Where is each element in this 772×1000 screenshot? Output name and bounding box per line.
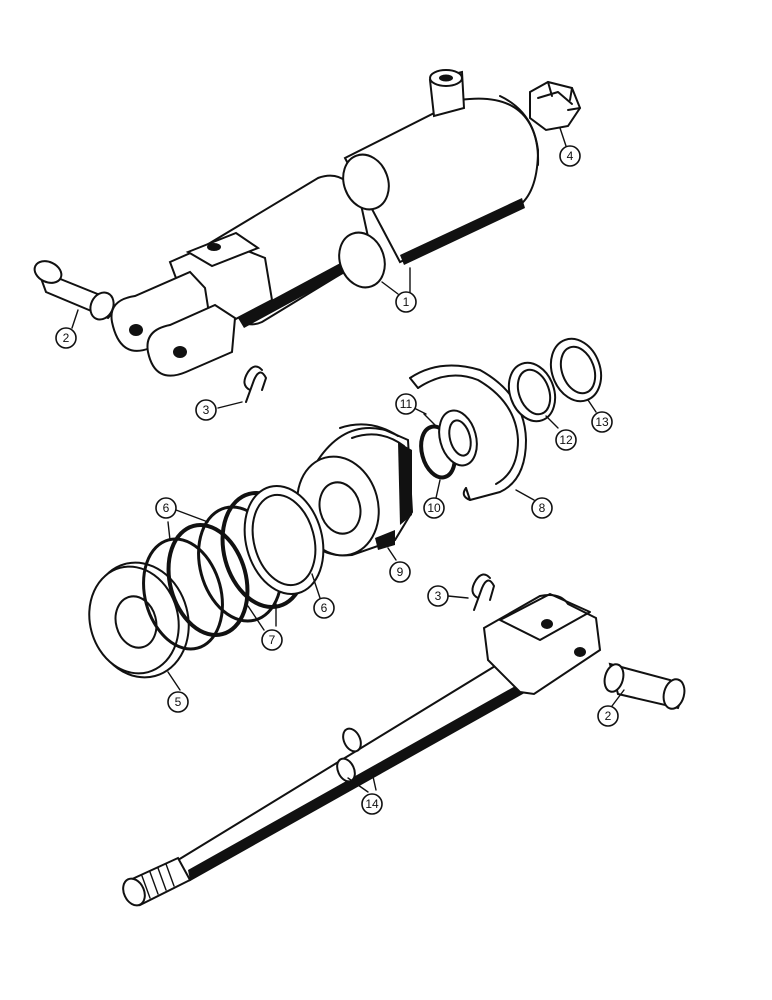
callout-11-label: 11 xyxy=(400,397,413,411)
callout-6-lower: 6 xyxy=(313,597,335,619)
callout-12: 12 xyxy=(555,429,577,451)
callout-14: 14 xyxy=(361,793,383,815)
piston-rod xyxy=(122,593,602,907)
callout-3-lower: 3 xyxy=(427,585,449,607)
callout-4: 4 xyxy=(559,145,581,167)
callout-5: 5 xyxy=(167,691,189,713)
callout-11: 11 xyxy=(395,393,417,415)
callout-8-label: 8 xyxy=(539,501,546,515)
callout-9-label: 9 xyxy=(397,565,404,579)
callout-5-label: 5 xyxy=(175,695,182,709)
callout-4-label: 4 xyxy=(567,149,574,163)
wear-ring-12 xyxy=(507,361,557,423)
callout-2-lower-label: 2 xyxy=(605,709,612,723)
pin-upper xyxy=(33,260,115,321)
callout-13-label: 13 xyxy=(595,415,609,429)
callout-1-label: 1 xyxy=(403,295,410,309)
callout-3-lower-label: 3 xyxy=(435,589,442,603)
callout-7-label: 7 xyxy=(269,633,276,647)
washer-11 xyxy=(438,409,478,467)
callout-6-upper: 6 xyxy=(155,497,177,519)
piston xyxy=(88,561,190,679)
callout-9: 9 xyxy=(389,561,411,583)
cylinder-barrel xyxy=(110,69,540,377)
callout-14-label: 14 xyxy=(365,797,379,811)
pin-lower xyxy=(603,662,686,710)
hex-nut xyxy=(529,80,582,132)
callout-2-upper: 2 xyxy=(55,327,77,349)
callout-6-lower-label: 6 xyxy=(321,601,328,615)
callout-3-upper: 3 xyxy=(195,399,217,421)
hairpin-upper xyxy=(243,365,267,403)
callout-10-label: 10 xyxy=(427,501,441,515)
callout-12-label: 12 xyxy=(559,433,573,447)
wear-ring-13 xyxy=(549,337,603,403)
leader-lines xyxy=(71,127,625,793)
callout-2-lower: 2 xyxy=(597,705,619,727)
callout-6-upper-label: 6 xyxy=(163,501,170,515)
seal-rings xyxy=(142,484,325,651)
callout-10: 10 xyxy=(423,497,445,519)
callout-3-upper-label: 3 xyxy=(203,403,210,417)
hairpin-lower xyxy=(471,573,495,611)
callout-7: 7 xyxy=(261,629,283,651)
callout-2-upper-label: 2 xyxy=(63,331,70,345)
retaining-ring xyxy=(409,364,527,501)
callout-8: 8 xyxy=(531,497,553,519)
callout-13: 13 xyxy=(591,411,613,433)
callout-1: 1 xyxy=(395,291,417,313)
